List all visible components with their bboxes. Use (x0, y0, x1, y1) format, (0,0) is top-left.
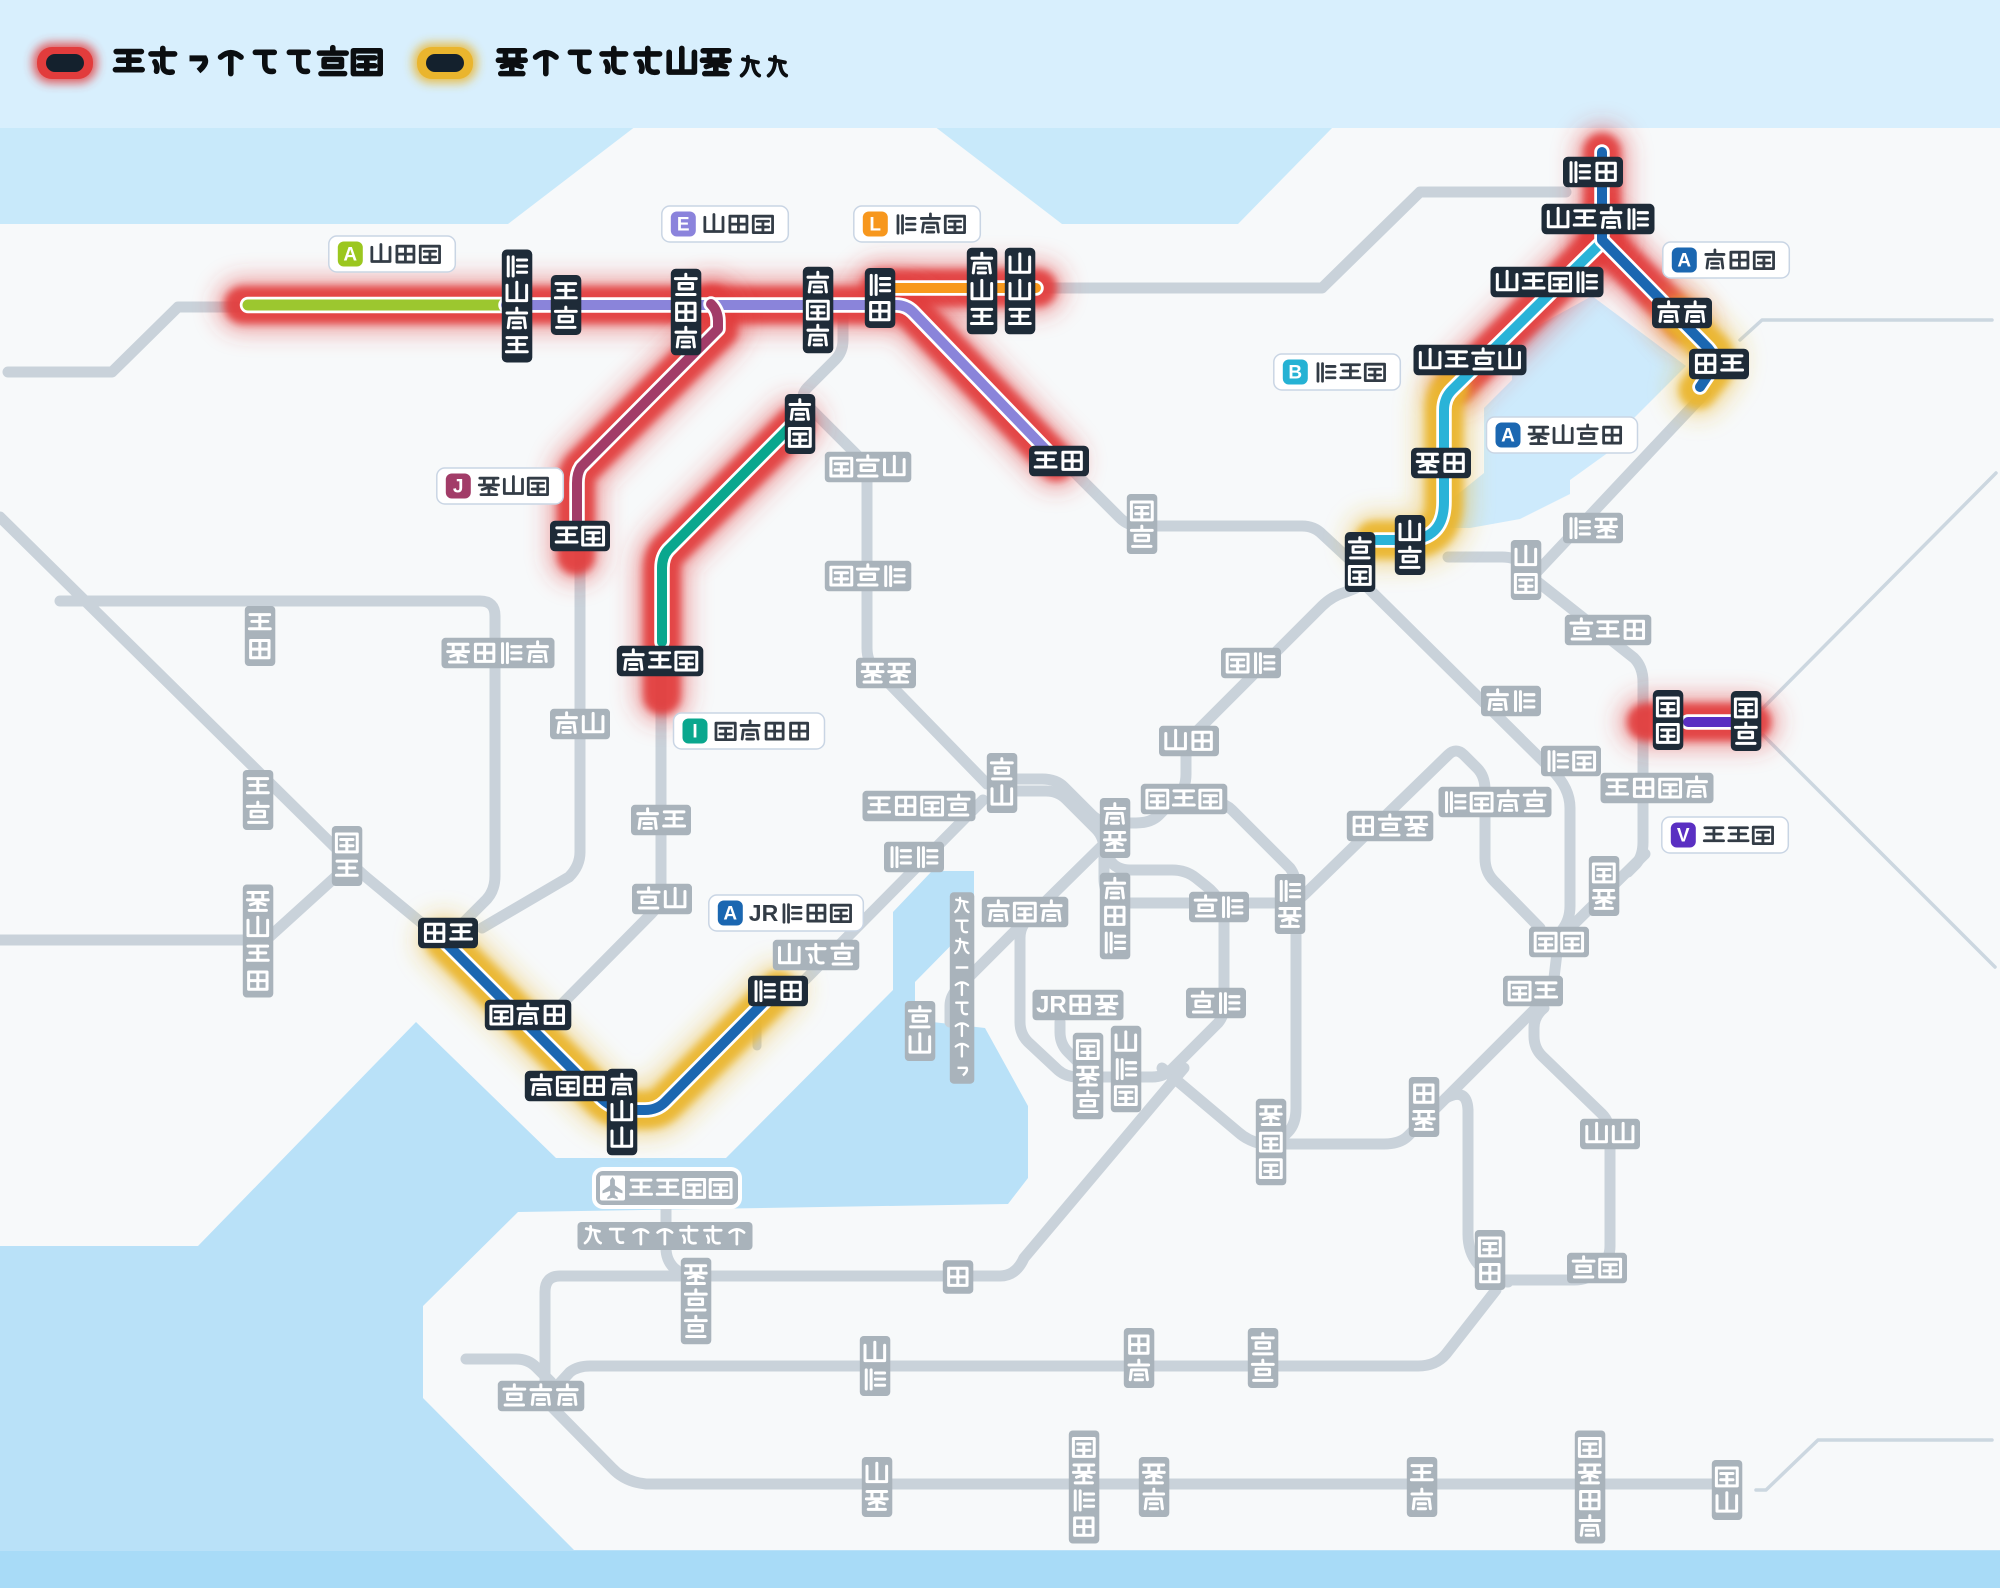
svg-text:B: B (1288, 362, 1302, 383)
svg-text:A: A (1501, 425, 1515, 446)
svg-text:A: A (723, 903, 737, 924)
svg-text:JR: JR (1036, 992, 1067, 1019)
svg-text:I: I (692, 721, 697, 742)
svg-text:V: V (1677, 825, 1690, 846)
svg-text:E: E (677, 214, 690, 235)
svg-text:L: L (869, 214, 881, 235)
svg-text:J: J (453, 476, 464, 497)
svg-text:JR: JR (749, 900, 779, 926)
svg-text:A: A (1677, 250, 1691, 271)
svg-text:A: A (343, 244, 357, 265)
